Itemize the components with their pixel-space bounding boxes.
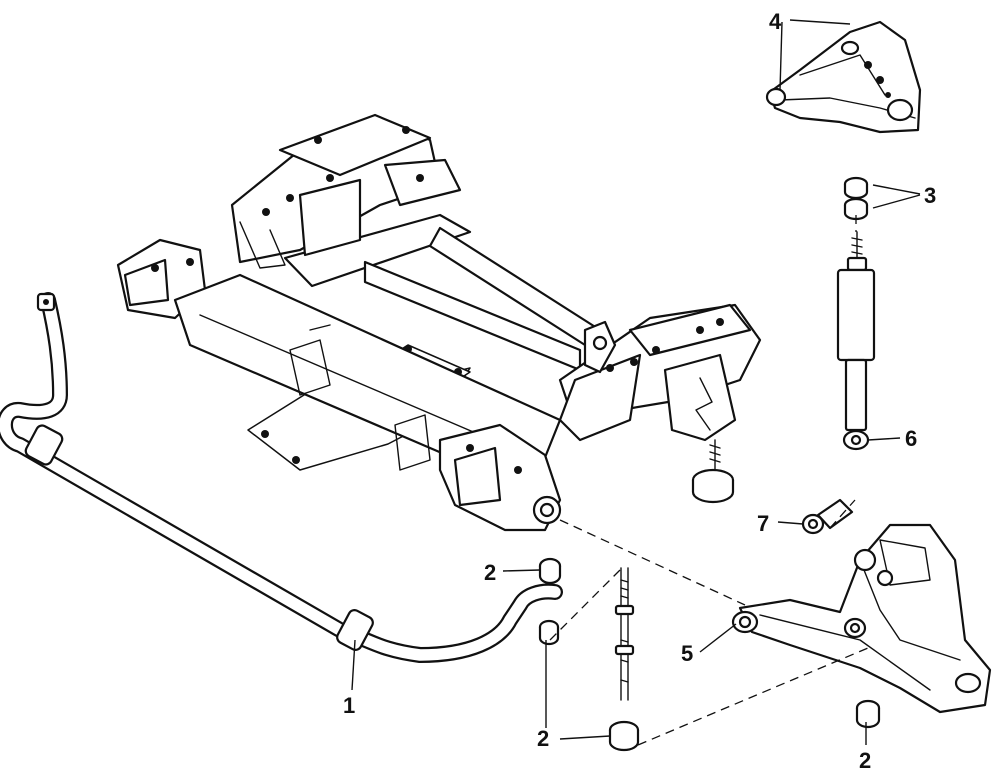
stabilizer-bar [0,292,563,663]
callout-5: 5 [681,641,693,666]
shock-mount-bushings [843,176,869,221]
callout-labels: 1 2 2 2 3 4 5 6 7 [343,9,936,773]
shock-absorber [836,231,876,451]
callout-2-upper: 2 [484,560,496,585]
callout-6: 6 [905,426,917,451]
callout-2-lower: 2 [537,726,549,751]
front-crossmember [116,113,762,532]
stabilizer-link [538,557,881,752]
assembly-lines [549,215,869,746]
callout-7: 7 [757,511,769,536]
leader-lines [351,19,921,745]
pivot-bolt [801,498,854,535]
callout-3: 3 [924,183,936,208]
callout-4: 4 [769,9,782,34]
upper-control-arm [765,20,922,134]
lower-control-arm [731,523,992,714]
callout-1: 1 [343,693,355,718]
callout-2-right: 2 [859,748,871,773]
